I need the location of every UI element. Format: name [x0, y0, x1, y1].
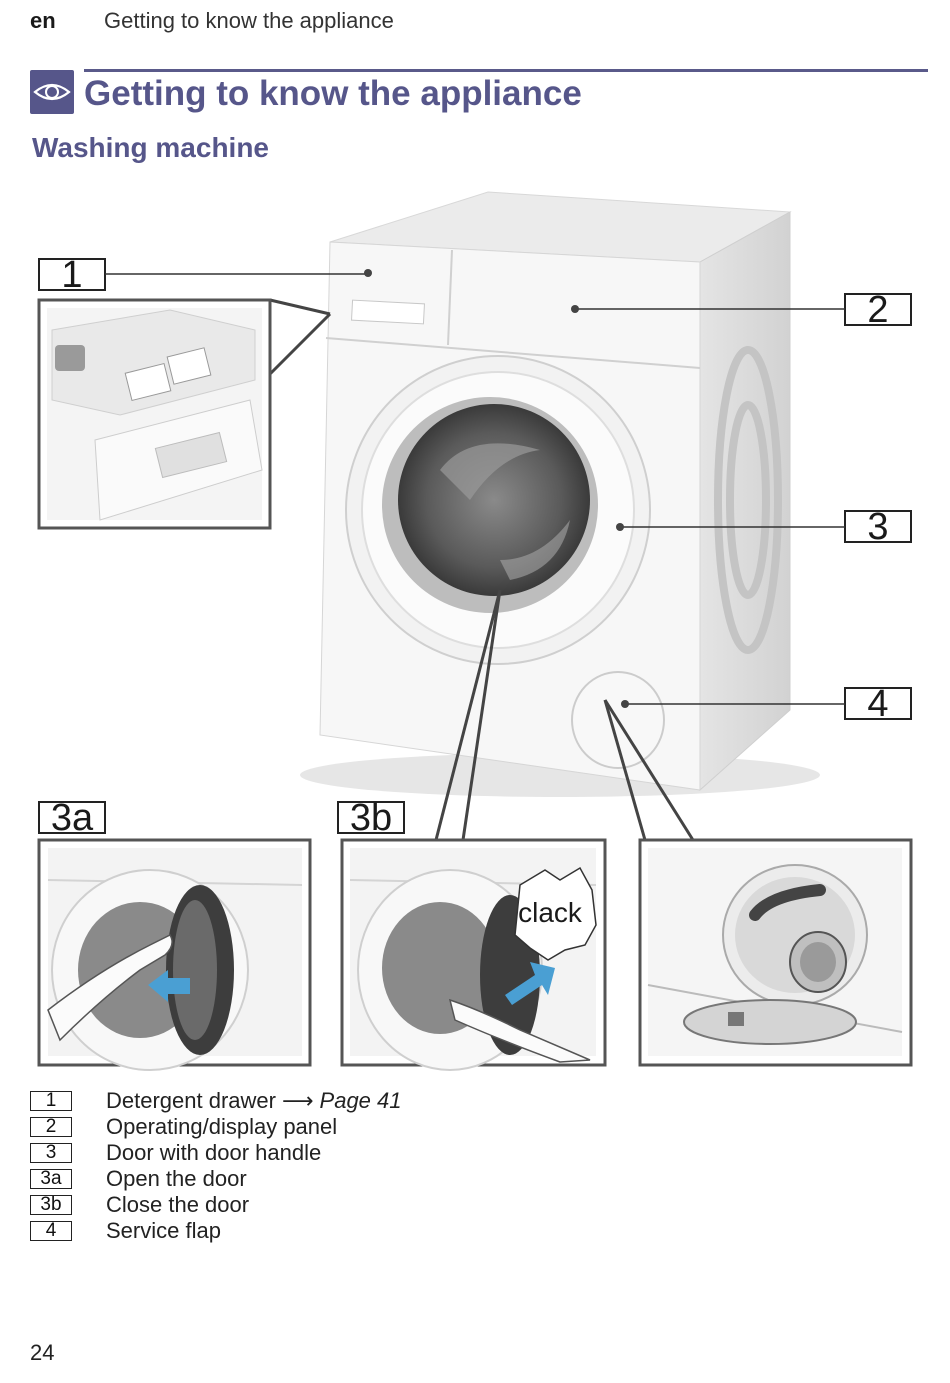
page-number: 24: [30, 1340, 55, 1365]
legend-key: 3a: [30, 1169, 72, 1189]
legend-text: Service flap: [106, 1218, 221, 1243]
legend-text: Operating/display panel: [106, 1114, 338, 1139]
legend-text: Open the door: [106, 1166, 247, 1191]
callout-3: 3: [867, 506, 888, 548]
open-arrow-icon: [148, 970, 190, 1002]
open-door-inset: [37, 838, 312, 1071]
legend-text: Close the door: [106, 1192, 250, 1217]
callout-1: 1: [61, 254, 82, 296]
section-title: Getting to know the appliance: [84, 74, 582, 113]
eye-icon: [30, 70, 74, 114]
service-flap-inset: [638, 838, 913, 1067]
arrow-right-icon: ⟶: [281, 1088, 314, 1113]
side-swirl: [714, 346, 782, 654]
callout-4: 4: [867, 683, 888, 725]
callout-2: 2: [867, 289, 888, 331]
legend-text: Detergent drawer⟶Page 41: [106, 1088, 402, 1113]
legend-key: 3b: [30, 1195, 72, 1215]
legend-text: Door with door handle: [106, 1140, 322, 1165]
detergent-drawer-inset: [47, 308, 263, 521]
close-door-inset: clack: [340, 838, 607, 1071]
running-header-title: Getting to know the appliance: [104, 8, 394, 33]
page-reference-link[interactable]: Page 41: [319, 1088, 402, 1113]
heading-rule: [84, 69, 928, 72]
section-subtitle: Washing machine: [32, 132, 270, 163]
legend-key: 1: [30, 1091, 72, 1111]
callout-3b: 3b: [350, 797, 392, 839]
legend-key: 2: [30, 1117, 72, 1137]
language-code: en: [30, 8, 56, 33]
washing-machine-illustration: 1 2 3 4 3a 3b: [37, 191, 913, 1071]
close-arrow-icon: [505, 962, 555, 1005]
legend-key: 3: [30, 1143, 72, 1163]
callout-3a: 3a: [51, 797, 94, 839]
legend-key: 4: [30, 1221, 72, 1241]
clack-label: clack: [518, 897, 583, 928]
